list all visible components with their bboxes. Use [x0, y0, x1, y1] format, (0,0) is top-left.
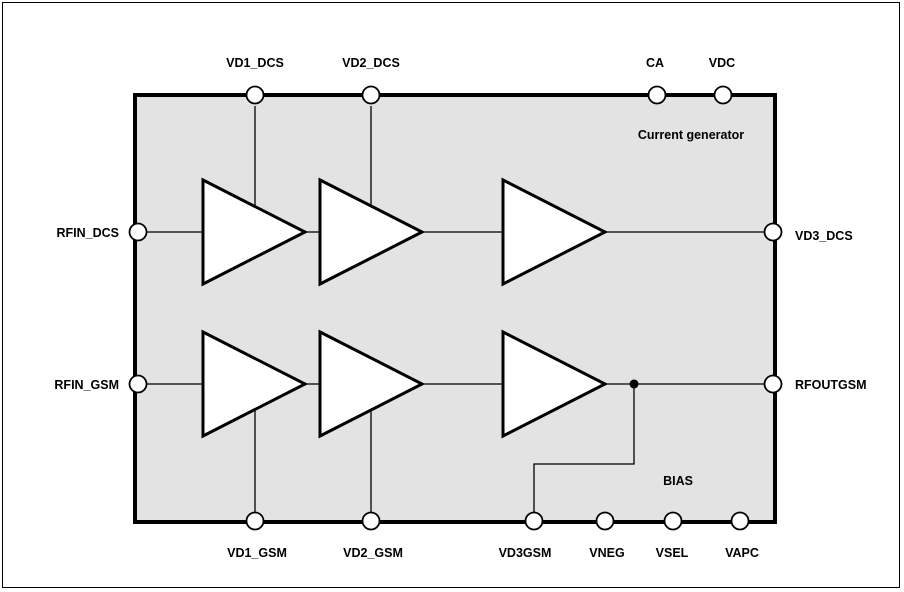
- label-vd3-dcs: VD3_DCS: [795, 229, 853, 243]
- pin-ca-pad: [647, 85, 667, 105]
- dcs-amplifier-stage-1: [201, 177, 309, 287]
- pin-vd2-dcs-pad: [361, 85, 381, 105]
- pin-vsel-pad: [663, 511, 683, 531]
- pin-vd3gsm-pad: [524, 511, 544, 531]
- label-vsel: VSEL: [656, 546, 689, 560]
- pin-rfin-gsm-pad: [128, 374, 148, 394]
- label-vd3gsm: VD3GSM: [499, 546, 552, 560]
- label-ca: CA: [646, 56, 664, 70]
- dcs-amplifier-stage-2: [318, 177, 426, 287]
- wiring: [147, 106, 765, 512]
- gsm-amplifier-stage-3: [501, 329, 609, 439]
- pin-vd2-gsm-pad: [361, 511, 381, 531]
- gsm-amplifier-stage-1: [201, 329, 309, 439]
- current-generator-label: Current generator: [638, 128, 744, 142]
- label-vd2-dcs: VD2_DCS: [342, 56, 400, 70]
- label-vd2-gsm: VD2_GSM: [343, 546, 403, 560]
- label-vneg: VNEG: [589, 546, 624, 560]
- gsm-amplifier-stage-2: [318, 329, 426, 439]
- label-vapc: VAPC: [725, 546, 759, 560]
- pin-vd3-dcs-pad: [763, 222, 783, 242]
- label-rfin-gsm: RFIN_GSM: [54, 378, 119, 392]
- pin-vd1-gsm-pad: [245, 511, 265, 531]
- pin-vdc-pad: [713, 85, 733, 105]
- label-rfin-dcs: RFIN_DCS: [56, 226, 119, 240]
- package-body: [133, 93, 777, 524]
- wire-vd3gsm: [533, 384, 635, 512]
- pin-vapc-pad: [730, 511, 750, 531]
- label-rfoutgsm: RFOUTGSM: [795, 378, 867, 392]
- pin-vneg-pad: [595, 511, 615, 531]
- pin-rfin-dcs-pad: [128, 222, 148, 242]
- pin-vd1-dcs-pad: [245, 85, 265, 105]
- junction-dot: [629, 379, 639, 389]
- label-vdc: VDC: [709, 56, 735, 70]
- pin-rfoutgsm-pad: [763, 374, 783, 394]
- dcs-amplifier-stage-3: [501, 177, 609, 287]
- label-vd1-gsm: VD1_GSM: [227, 546, 287, 560]
- bias-label: BIAS: [663, 474, 693, 488]
- label-vd1-dcs: VD1_DCS: [226, 56, 284, 70]
